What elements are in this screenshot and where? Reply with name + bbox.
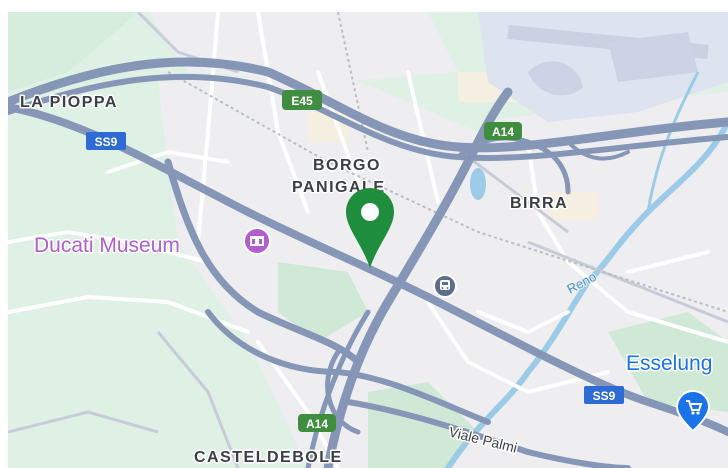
river-branch: [646, 71, 700, 213]
area-label-la-pioppa: LA PIOPPA: [20, 94, 118, 111]
poi-label-esselunga[interactable]: Esselung: [625, 351, 714, 377]
park-area-south: [368, 382, 478, 468]
shield-ss9-left: SS9: [86, 132, 126, 150]
shield-ss9-left-text: SS9: [95, 135, 118, 149]
shield-a14-bottom-text: A14: [306, 417, 328, 431]
shield-ss9-right-text: SS9: [593, 389, 616, 403]
fields-area: [8, 12, 138, 92]
airport-apron: [608, 32, 698, 82]
area-label-casteldebole: CASTELDEBOLE: [194, 449, 343, 466]
urban-area-birra: [478, 92, 728, 272]
railway: [167, 12, 728, 313]
map-canvas[interactable]: LA PIOPPA BORGO PANIGALE BIRRA CASTELDEB…: [8, 12, 728, 468]
museum-icon[interactable]: [243, 227, 271, 255]
shield-e45-text: E45: [291, 94, 313, 108]
shopping-cart-icon[interactable]: [675, 389, 711, 433]
shield-a14-bottom: A14: [298, 414, 336, 432]
local-roads: [8, 12, 728, 468]
built-area: [548, 192, 598, 220]
poi-label-ducati-museum[interactable]: Ducati Museum: [33, 233, 182, 259]
highways: [8, 57, 728, 468]
park-area-east: [608, 312, 728, 412]
location-pin-icon[interactable]: [346, 188, 394, 268]
shield-ss9-right: SS9: [584, 386, 624, 404]
river-reno: [445, 119, 728, 468]
shield-a14-top: A14: [484, 122, 522, 140]
shield-e45: E45: [282, 90, 322, 110]
pond: [470, 168, 486, 200]
area-label-birra: BIRRA: [510, 195, 568, 212]
urban-area-north: [148, 12, 458, 82]
map-svg[interactable]: LA PIOPPA BORGO PANIGALE BIRRA CASTELDEB…: [8, 12, 728, 468]
park-area: [278, 262, 368, 342]
train-station-icon[interactable]: [433, 274, 457, 298]
airport-terminal: [528, 61, 583, 96]
shield-a14-top-text: A14: [492, 125, 514, 139]
area-label-borgo-line1: BORGO: [313, 157, 381, 174]
